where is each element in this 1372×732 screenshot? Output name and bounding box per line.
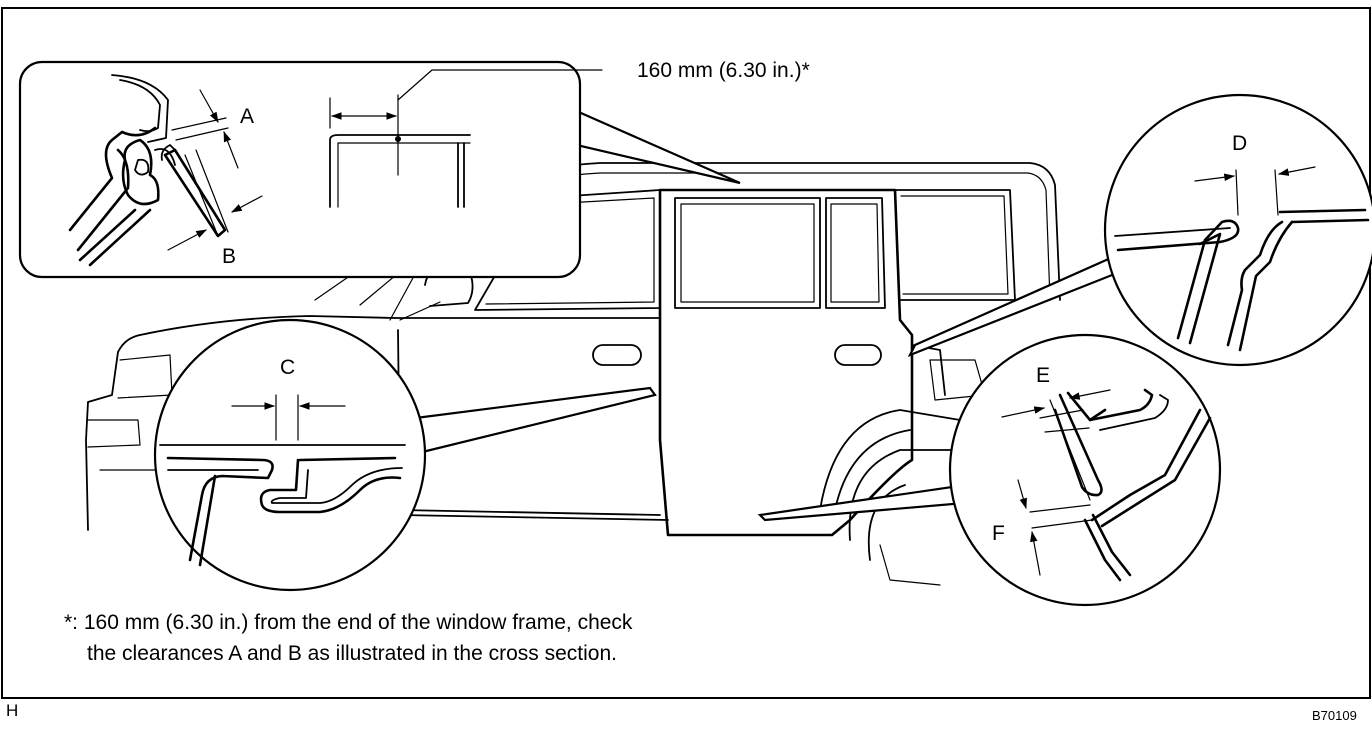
label-clearance-a: A bbox=[240, 105, 255, 128]
label-clearance-c: C bbox=[280, 356, 296, 379]
cross-section-c-drawing bbox=[159, 394, 406, 567]
figure-border bbox=[1, 7, 1371, 699]
label-clearance-e: E bbox=[1036, 364, 1051, 387]
label-clearance-b: B bbox=[222, 245, 237, 268]
window-frame-detail bbox=[329, 69, 603, 208]
callout-tail-c bbox=[398, 386, 657, 457]
cross-section-circle-ef bbox=[948, 333, 1222, 607]
cross-section-d-drawing bbox=[1114, 166, 1370, 352]
cross-section-ef-drawing bbox=[1001, 388, 1212, 582]
footnote-line-2: the clearances A and B as illustrated in… bbox=[87, 642, 617, 665]
cross-section-ab-drawing bbox=[68, 74, 263, 267]
figure-code: B70109 bbox=[1312, 708, 1357, 723]
label-clearance-f: F bbox=[992, 522, 1005, 545]
cross-section-circle-c bbox=[153, 318, 427, 592]
footnote-line-1: *: 160 mm (6.30 in.) from the end of the… bbox=[64, 611, 633, 634]
label-clearance-d: D bbox=[1232, 132, 1248, 155]
cross-section-panel-ab bbox=[18, 60, 582, 279]
measurement-callout: 160 mm (6.30 in.)* bbox=[637, 59, 810, 82]
corner-mark: H bbox=[6, 701, 19, 720]
